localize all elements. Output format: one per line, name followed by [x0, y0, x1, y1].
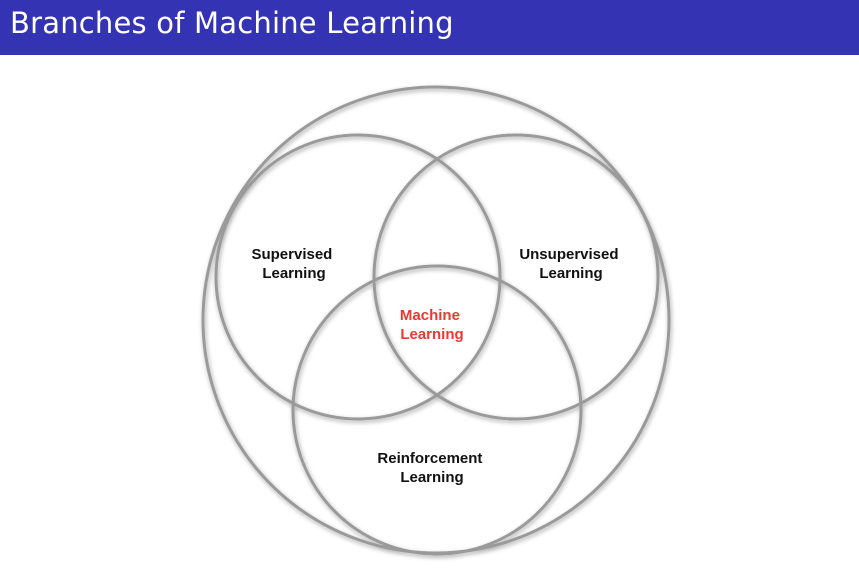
reinforcement-label-line1: Reinforcement: [377, 450, 482, 467]
reinforcement-circle: [291, 264, 583, 556]
center-label-line2: Learning: [400, 326, 463, 343]
center-label-line1: Machine: [400, 307, 460, 324]
unsupervised-label-line2: Learning: [539, 265, 602, 282]
slide-title: Branches of Machine Learning: [10, 6, 454, 40]
center-label: Machine Learning: [400, 307, 464, 343]
supervised-label-line2: Learning: [262, 265, 325, 282]
reinforcement-label-line2: Learning: [400, 469, 463, 486]
title-bar: Branches of Machine Learning: [0, 0, 859, 55]
supervised-label: Supervised Learning: [251, 246, 336, 282]
supervised-label-line1: Supervised: [251, 246, 332, 263]
supervised-circle: [214, 133, 502, 421]
unsupervised-label-line1: Unsupervised: [519, 246, 618, 263]
reinforcement-label: Reinforcement Learning: [377, 450, 486, 486]
unsupervised-label: Unsupervised Learning: [519, 246, 622, 282]
unsupervised-circle: [372, 133, 660, 421]
